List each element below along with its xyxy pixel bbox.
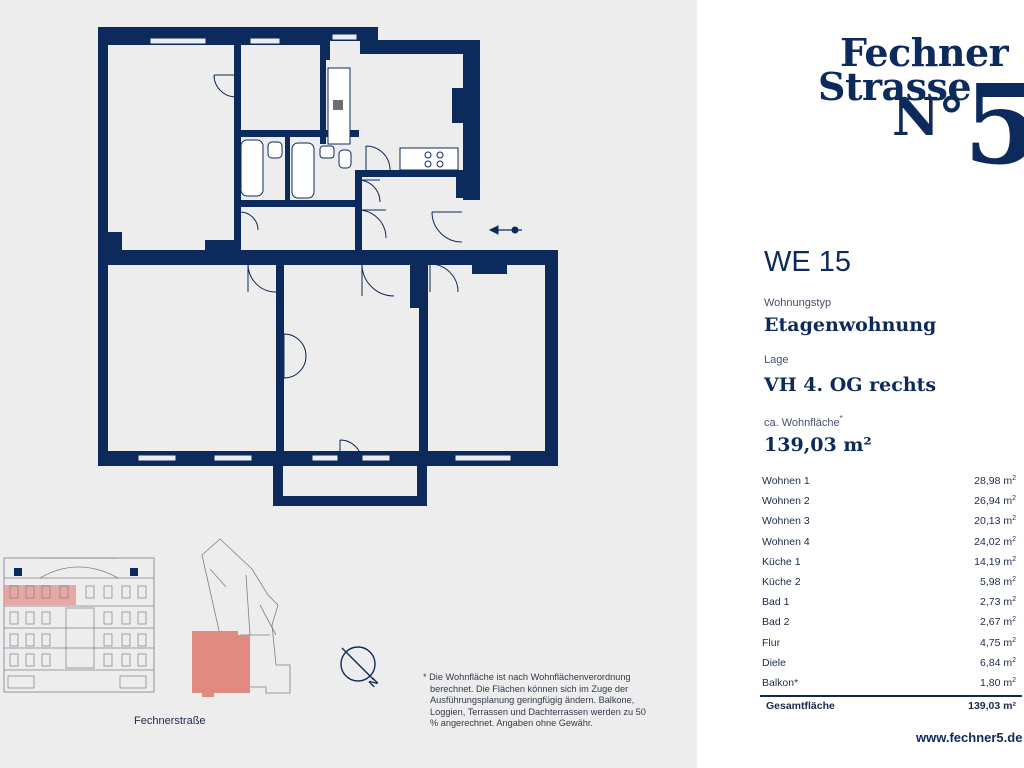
area-row-name: Bad 2 bbox=[762, 616, 790, 629]
area-row-name: Wohnen 1 bbox=[762, 475, 810, 488]
area-row-value-text: 28,98 m bbox=[974, 475, 1013, 488]
area-row-value-text: 6,84 m bbox=[979, 656, 1013, 669]
area-row-unit-sup: 2 bbox=[1012, 495, 1016, 503]
area-label-text: ca. Wohnfläche bbox=[764, 417, 840, 429]
area-row-value: 28,98 m2 bbox=[974, 475, 1016, 487]
area-row-value-text: 2,73 m bbox=[979, 596, 1013, 609]
area-row-value-text: 5,98 m bbox=[979, 576, 1013, 589]
area-row-unit-sup: 2 bbox=[1012, 475, 1016, 483]
area-row: Bad 1 2,73 m2 bbox=[762, 592, 1016, 612]
type-value: Etagenwohnung bbox=[764, 314, 937, 336]
area-row: Küche 1 14,19 m2 bbox=[762, 552, 1016, 572]
area-row-name: Küche 1 bbox=[762, 555, 801, 568]
area-row: Küche 2 5,98 m2 bbox=[762, 572, 1016, 592]
area-row: Wohnen 2 26,94 m2 bbox=[762, 491, 1016, 511]
facade-drawing bbox=[3, 557, 155, 693]
location-label: Lage bbox=[764, 354, 789, 366]
total-value: 139,03 m² bbox=[968, 700, 1016, 712]
area-row-value-text: 24,02 m bbox=[974, 535, 1013, 548]
area-row-value: 26,94 m2 bbox=[974, 495, 1016, 507]
logo-line-1: Fechner bbox=[840, 30, 1009, 75]
type-label: Wohnungstyp bbox=[764, 297, 832, 309]
area-row-unit-sup: 2 bbox=[1012, 515, 1016, 523]
footnote: * Die Wohnfläche ist nach Wohnflächenver… bbox=[423, 672, 649, 730]
logo-number-value: 5 bbox=[963, 60, 1024, 189]
area-row-value-text: 2,67 m bbox=[979, 616, 1013, 629]
area-label-mark: * bbox=[839, 414, 843, 423]
area-row-unit-sup: 2 bbox=[1012, 535, 1016, 543]
area-row: Bad 2 2,67 m2 bbox=[762, 612, 1016, 632]
area-row: Wohnen 1 28,98 m2 bbox=[762, 471, 1016, 491]
total-label: Gesamtfläche bbox=[766, 700, 835, 712]
area-row-name: Wohnen 2 bbox=[762, 495, 810, 508]
area-row-value-text: 4,75 m bbox=[979, 636, 1013, 649]
street-label: Fechnerstraße bbox=[134, 715, 206, 727]
area-label: ca. Wohnfläche* bbox=[764, 414, 843, 429]
area-row-unit-sup: 2 bbox=[1012, 616, 1016, 624]
area-row-unit-sup: 2 bbox=[1012, 555, 1016, 563]
area-row: Flur 4,75 m2 bbox=[762, 633, 1016, 653]
area-row-value: 14,19 m2 bbox=[974, 556, 1016, 568]
area-row-value: 5,98 m2 bbox=[980, 576, 1016, 588]
area-row-name: Flur bbox=[762, 636, 781, 649]
area-row-value: 2,73 m2 bbox=[980, 596, 1016, 608]
footnote-text: Die Wohnfläche ist nach Wohnflächenveror… bbox=[429, 672, 646, 729]
area-row-value-text: 26,94 m bbox=[974, 495, 1013, 508]
area-row-value: 20,13 m2 bbox=[974, 515, 1016, 527]
location-value: VH 4. OG rechts bbox=[764, 374, 937, 396]
area-row-name: Wohnen 3 bbox=[762, 515, 810, 528]
area-row-unit-sup: 2 bbox=[1012, 596, 1016, 604]
area-row-unit-sup: 2 bbox=[1012, 576, 1016, 584]
area-row-value: 1,80 m2 bbox=[980, 677, 1016, 689]
table-divider bbox=[760, 695, 1022, 697]
area-row-value-text: 1,80 m bbox=[979, 676, 1013, 689]
area-row-name: Balkon* bbox=[762, 676, 799, 689]
brand-logo: Fechner Strasse N°5 bbox=[818, 30, 1024, 190]
area-row-value: 6,84 m2 bbox=[980, 657, 1016, 669]
area-row-name: Küche 2 bbox=[762, 576, 801, 589]
area-row-value: 2,67 m2 bbox=[980, 616, 1016, 628]
area-row-value: 24,02 m2 bbox=[974, 536, 1016, 548]
area-row: Diele 6,84 m2 bbox=[762, 653, 1016, 673]
area-value: 139,03 m² bbox=[764, 434, 872, 456]
total-row: Gesamtfläche 139,03 m² bbox=[766, 700, 1016, 712]
site-plan bbox=[192, 538, 291, 697]
logo-number: N°5 bbox=[892, 70, 1024, 180]
area-row-unit-sup: 2 bbox=[1012, 656, 1016, 664]
area-row: Balkon* 1,80 m2 bbox=[762, 673, 1016, 693]
area-row: Wohnen 4 24,02 m2 bbox=[762, 532, 1016, 552]
info-panel bbox=[697, 0, 1024, 768]
logo-line-2: Strasse bbox=[818, 64, 972, 109]
north-arrow-compass-icon bbox=[340, 646, 376, 682]
floor-plan bbox=[98, 27, 558, 506]
footnote-mark: * bbox=[423, 672, 427, 682]
unit-title: WE 15 bbox=[764, 246, 852, 278]
website-link[interactable]: www.fechner5.de bbox=[916, 730, 1023, 745]
area-row-unit-sup: 2 bbox=[1012, 676, 1016, 684]
entrance-arrow-icon bbox=[488, 225, 522, 235]
area-row-name: Bad 1 bbox=[762, 596, 790, 609]
area-row-name: Diele bbox=[762, 656, 786, 669]
area-row-name: Wohnen 4 bbox=[762, 535, 810, 548]
area-row: Wohnen 3 20,13 m2 bbox=[762, 511, 1016, 531]
area-row-unit-sup: 2 bbox=[1012, 636, 1016, 644]
area-row-value-text: 20,13 m bbox=[974, 515, 1013, 528]
logo-number-prefix: N° bbox=[892, 87, 965, 148]
area-row-value-text: 14,19 m bbox=[974, 555, 1013, 568]
area-row-value: 4,75 m2 bbox=[980, 637, 1016, 649]
